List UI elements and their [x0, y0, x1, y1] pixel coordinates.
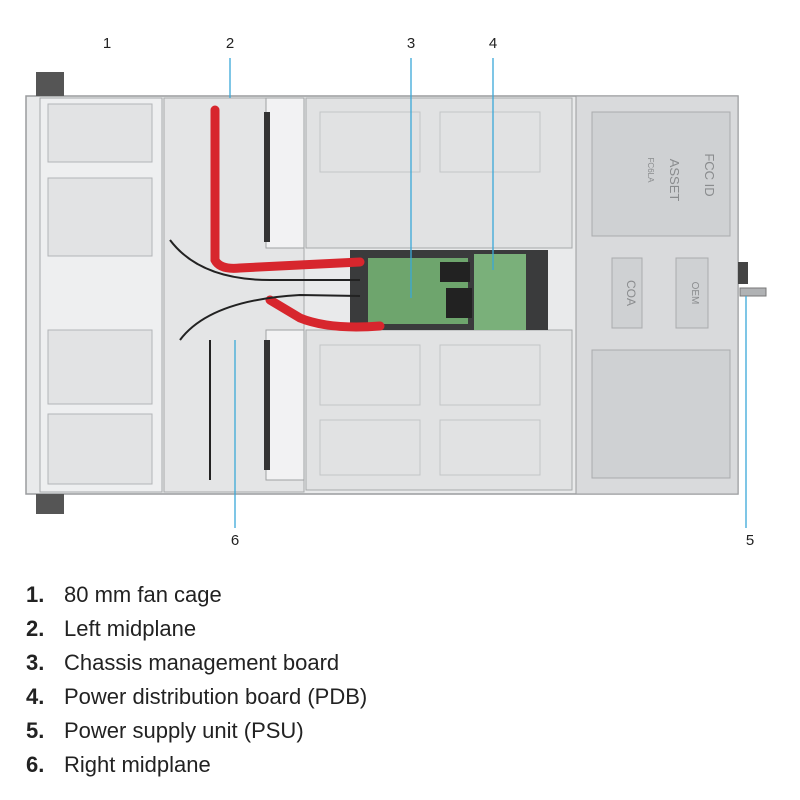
callout-6: 6: [230, 532, 240, 549]
psu-latch: [739, 287, 767, 297]
legend-item: 1. 80 mm fan cage: [26, 578, 746, 612]
power-cable-top: [210, 105, 365, 273]
midplane-connector-top: [264, 112, 270, 242]
legend-number: 2.: [26, 616, 45, 641]
psu-handle: [738, 262, 748, 284]
drive-bay-top: [305, 97, 573, 249]
component-legend: 1. 80 mm fan cage 2. Left midplane 3. Ch…: [26, 578, 746, 782]
legend-number: 5.: [26, 718, 45, 743]
legend-label: Right midplane: [64, 752, 211, 777]
callout-2: 2: [225, 35, 235, 52]
power-distribution-board: [474, 254, 526, 330]
legend-label: Chassis management board: [64, 650, 340, 675]
psu-oem-label: OEM: [689, 282, 700, 305]
right-midplane-bracket: [265, 329, 305, 481]
psu-fcc-label: FCC ID: [702, 153, 717, 196]
midplane-connector-bottom: [264, 340, 270, 470]
callout-1: 1: [102, 35, 112, 52]
left-midplane-bracket: [265, 97, 305, 249]
callout-3: 3: [406, 35, 416, 52]
legend-item: 4. Power distribution board (PDB): [26, 680, 746, 714]
chassis-illustration: ASSET FCC ID FC6LA COA OEM: [25, 58, 767, 528]
legend-number: 4.: [26, 684, 45, 709]
legend-label: Left midplane: [64, 616, 197, 641]
legend-number: 6.: [26, 752, 45, 777]
legend-label: Power distribution board (PDB): [64, 684, 368, 709]
fan-cage: [39, 97, 163, 493]
psu-coa-label: COA: [624, 280, 638, 306]
rack-ear-bottom: [36, 494, 64, 514]
legend-item: 5. Power supply unit (PSU): [26, 714, 746, 748]
drive-bay-bottom: [305, 329, 573, 491]
legend-number: 1.: [26, 582, 45, 607]
legend-number: 3.: [26, 650, 45, 675]
legend-item: 2. Left midplane: [26, 612, 746, 646]
legend-item: 6. Right midplane: [26, 748, 746, 782]
legend-label: Power supply unit (PSU): [64, 718, 304, 743]
rack-ear-top: [36, 72, 64, 96]
legend-item: 3. Chassis management board: [26, 646, 746, 680]
legend-label: 80 mm fan cage: [64, 582, 222, 607]
callout-5: 5: [745, 532, 755, 549]
server-top-view-figure: ASSET FCC ID FC6LA COA OEM 1 2 3 4 5 6: [25, 35, 767, 549]
power-cable-bottom: [265, 295, 385, 332]
psu-asset-label: ASSET: [667, 159, 682, 202]
callout-4: 4: [488, 35, 498, 52]
psu-small-label: FC6LA: [646, 158, 655, 184]
